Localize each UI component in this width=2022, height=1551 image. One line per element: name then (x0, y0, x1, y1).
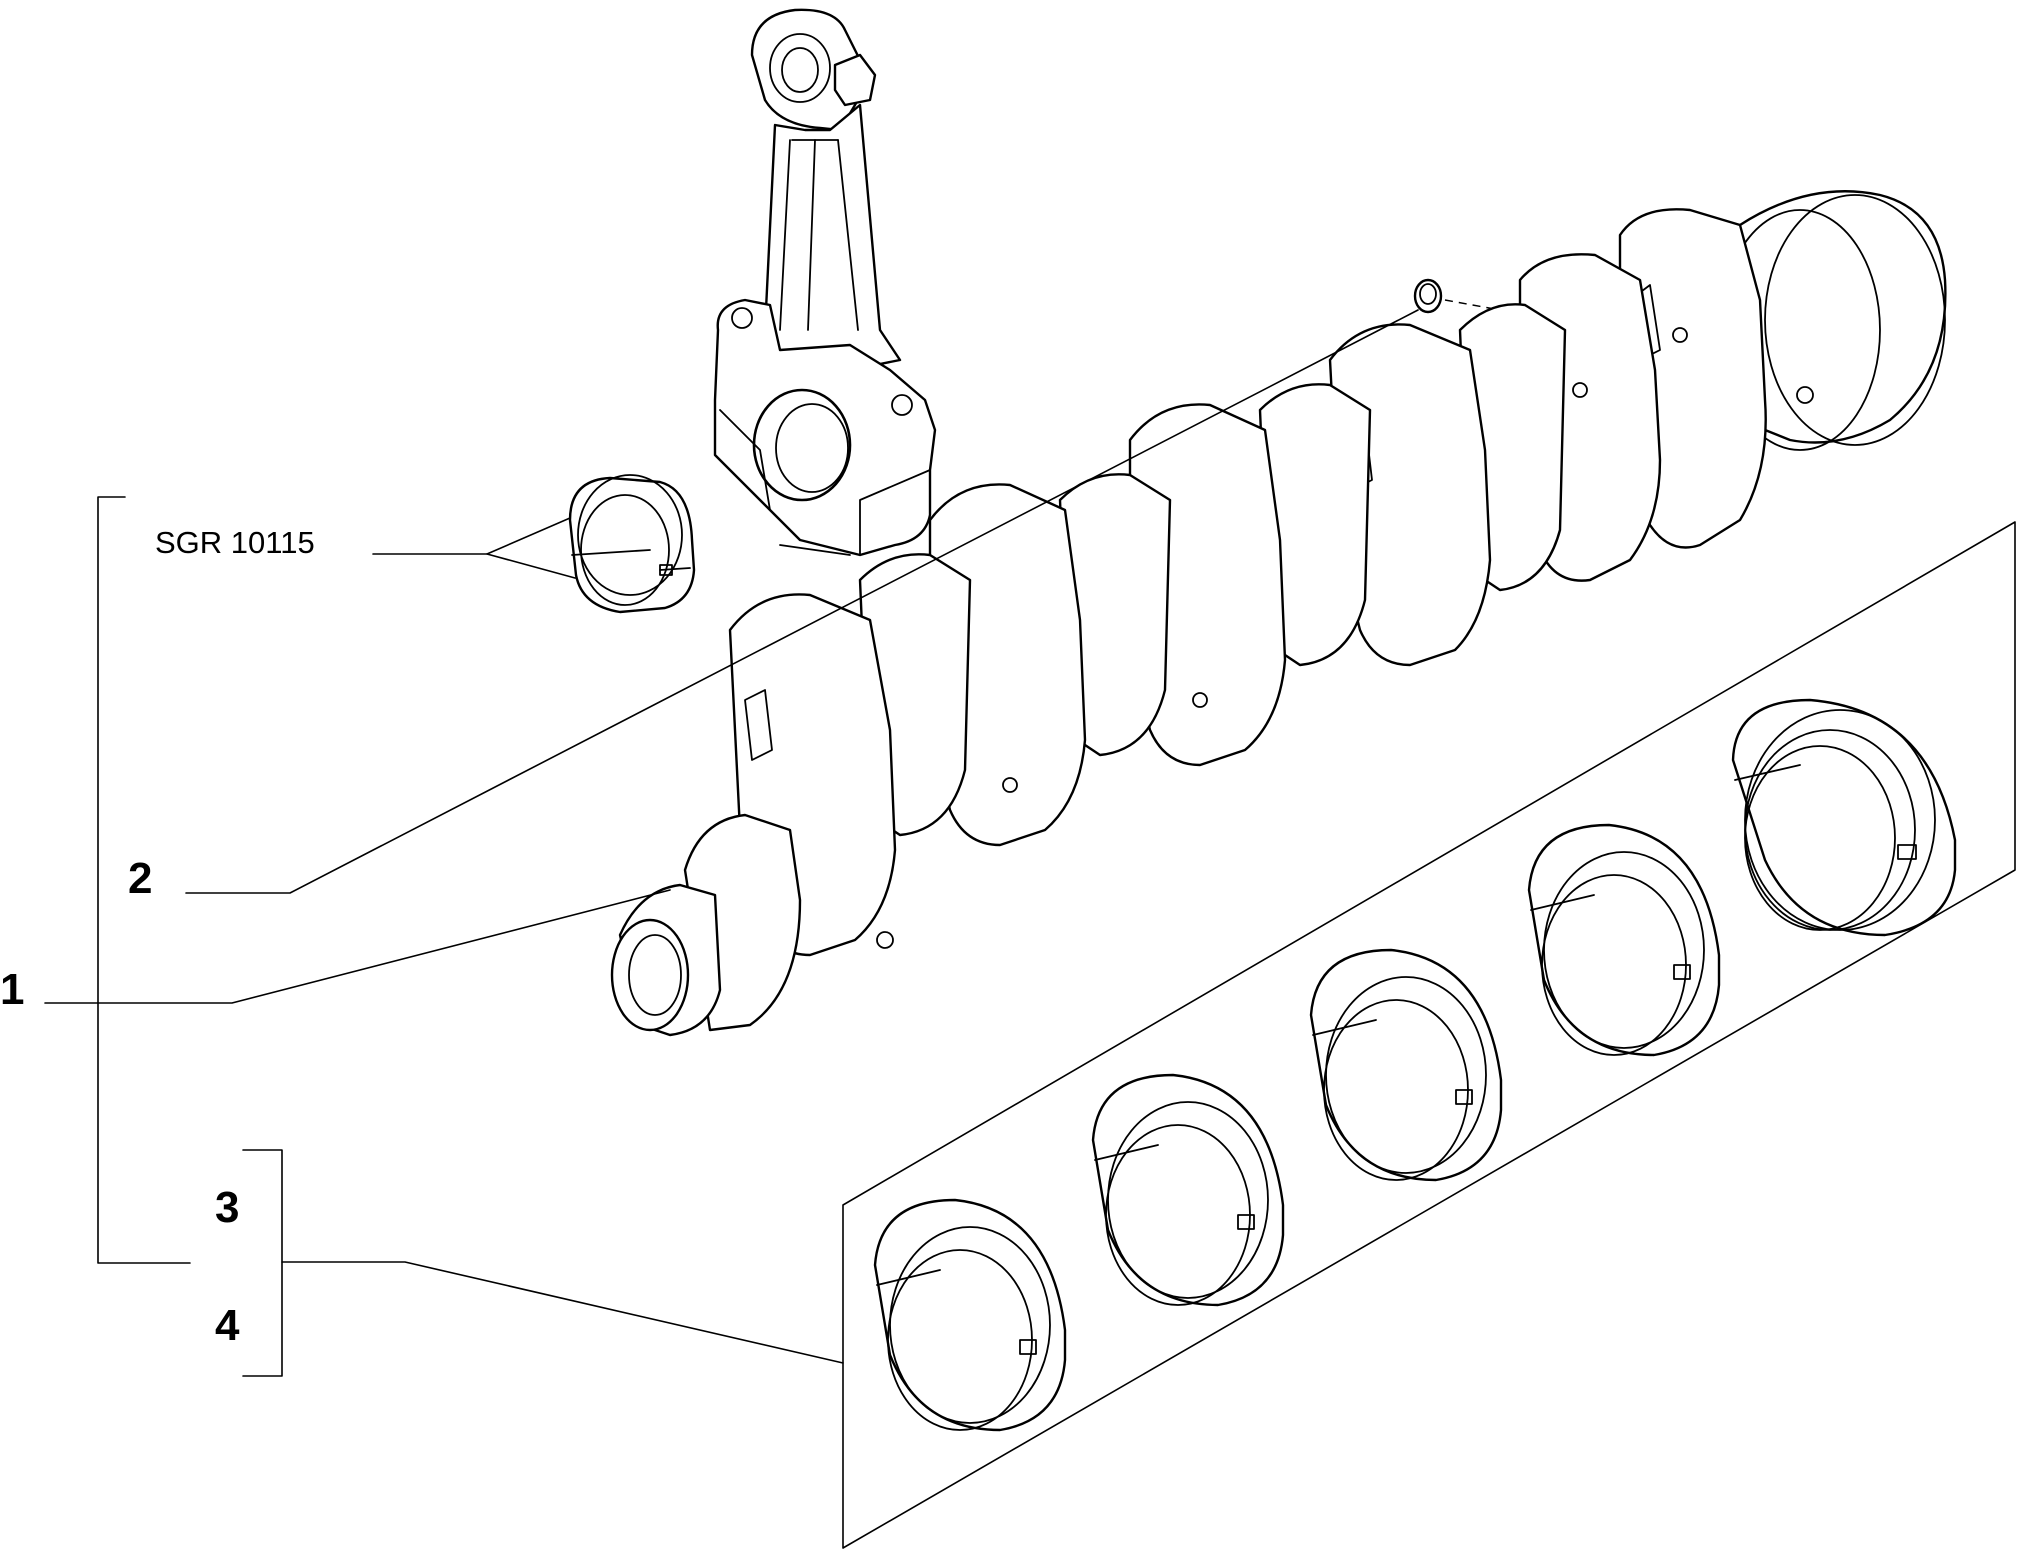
callout-label-2: 2 (128, 854, 152, 903)
main-bearing-shell-2 (1091, 1073, 1285, 1307)
callout-label-1: 1 (0, 965, 24, 1014)
connecting-rod-drawing (713, 8, 937, 557)
main-bearing-shell-1 (873, 1198, 1067, 1432)
crankshaft-drawing (610, 190, 1947, 1037)
callout-label-3: 3 (215, 1183, 239, 1232)
callout-lines (44, 309, 1419, 1377)
main-bearing-shell-3 (1309, 948, 1503, 1182)
main-bearing-shell-4 (1527, 823, 1721, 1057)
main-bearing-shell-5-flanged (1731, 698, 1957, 937)
reference-code-label: SGR 10115 (155, 525, 315, 560)
con-rod-bearing-drawing (568, 474, 696, 614)
callout-label-4: 4 (215, 1301, 240, 1350)
pilot-bushing-drawing (1413, 278, 1571, 333)
main-bearing-panel (842, 521, 2016, 1549)
